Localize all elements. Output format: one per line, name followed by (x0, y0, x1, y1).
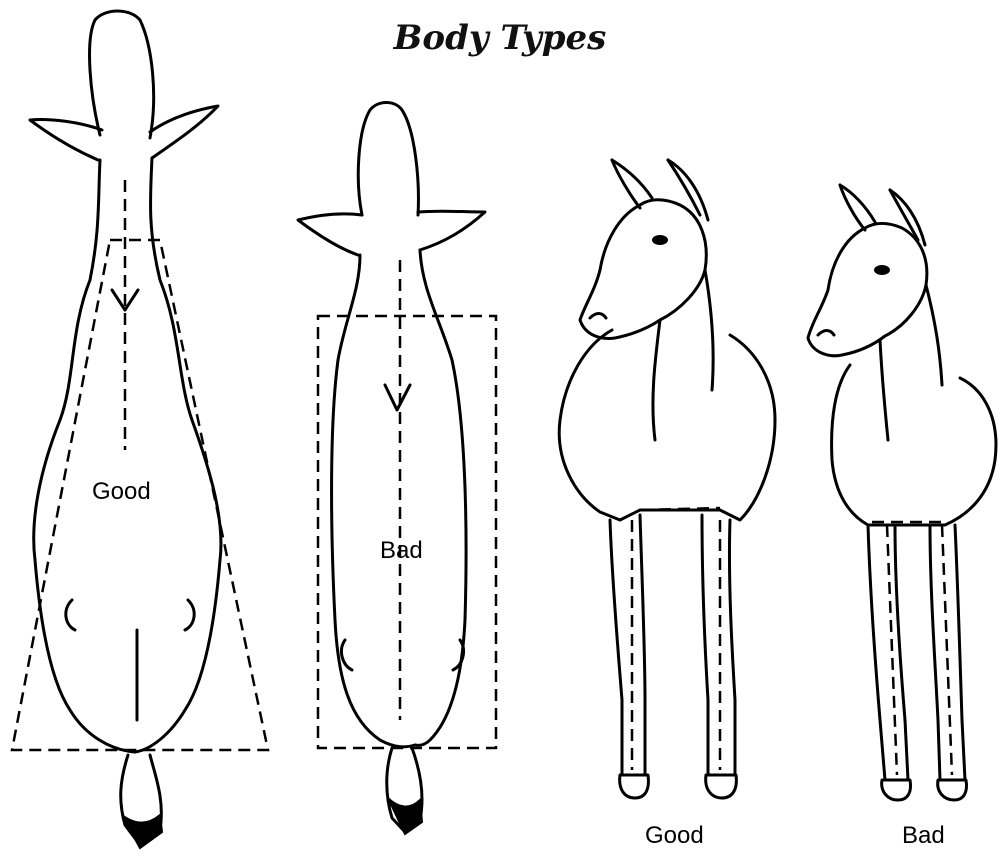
right-ear (418, 211, 485, 250)
nostril (818, 331, 834, 336)
head (90, 11, 154, 138)
head (358, 103, 418, 216)
left-ear (298, 214, 362, 255)
goat-front-view-bad (808, 185, 996, 800)
nostril (590, 314, 606, 319)
left-hoof (882, 780, 911, 800)
eye (874, 265, 890, 275)
chest-outline (559, 330, 775, 520)
wither-mark (385, 385, 410, 410)
goat-top-view-bad (298, 103, 496, 835)
neck-right (926, 285, 942, 385)
right-leg-outer (729, 520, 735, 775)
left-leg-inner (640, 515, 645, 775)
left-ear (30, 119, 102, 160)
label-top-bad: Bad (380, 537, 423, 565)
right-hoof (938, 780, 967, 800)
body-outline-left (332, 255, 415, 747)
left-leg-outer (610, 520, 622, 775)
left-hoof (620, 775, 649, 798)
goat-top-view-good (12, 11, 268, 848)
body-outline-right (415, 250, 466, 745)
head (808, 224, 927, 356)
body-outline-left (34, 160, 135, 752)
label-top-good: Good (92, 478, 151, 506)
hip-mark-left (66, 600, 75, 630)
right-leg-outer (955, 525, 965, 780)
hip-mark-left (341, 640, 352, 670)
head (580, 200, 706, 339)
label-front-good: Good (645, 822, 704, 850)
body-outline-right (135, 158, 221, 752)
left-leg-inner (895, 525, 908, 780)
neck (653, 320, 660, 440)
right-leg-inner (702, 515, 708, 775)
left-horn-back (612, 160, 652, 198)
eye (652, 235, 668, 245)
neck (880, 340, 888, 440)
label-front-bad: Bad (902, 822, 945, 850)
right-leg-axis (942, 525, 952, 775)
left-horn (840, 185, 865, 230)
neck-right (705, 270, 713, 390)
left-horn-back (840, 185, 875, 222)
goat-front-view-good (559, 160, 775, 798)
tail-tip (388, 798, 422, 834)
left-horn (612, 160, 640, 208)
chest-outline (832, 365, 996, 525)
right-hoof (706, 775, 737, 798)
hip-mark-right (185, 600, 194, 630)
right-leg-inner (930, 525, 940, 780)
left-leg-outer (868, 525, 885, 780)
right-ear (150, 106, 218, 158)
diagram-title: Body Types (380, 18, 620, 58)
